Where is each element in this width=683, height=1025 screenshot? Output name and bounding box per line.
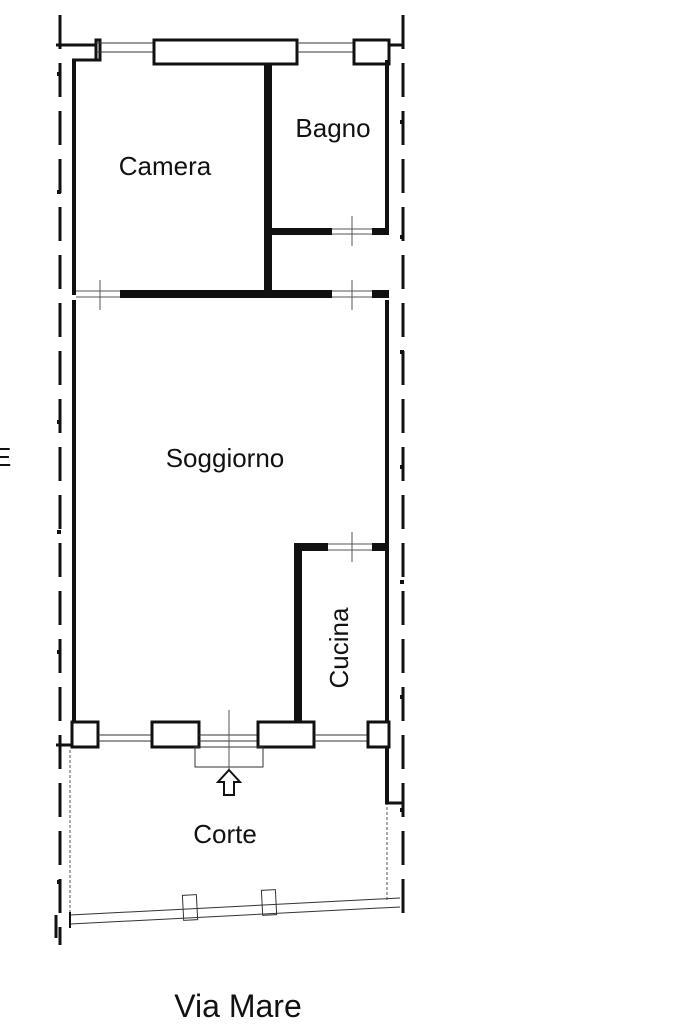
room-label-corte: Corte: [193, 819, 257, 849]
interior-walls: [76, 64, 389, 725]
boundary-dots: [57, 72, 404, 884]
courtyard-outline: [54, 747, 403, 938]
room-label-soggiorno: Soggiorno: [166, 443, 285, 473]
edge-mark: E: [0, 442, 11, 472]
entrance-arrow-icon: [215, 768, 243, 796]
outer-walls: [72, 58, 389, 725]
room-label-cucina: Cucina: [324, 607, 354, 688]
street-label: Via Mare: [174, 988, 301, 1024]
room-label-camera: Camera: [119, 151, 212, 181]
top-wall: [94, 38, 391, 66]
right-boundary: [355, 15, 405, 920]
room-label-bagno: Bagno: [295, 113, 370, 143]
left-boundary: [56, 15, 100, 945]
bottom-wall: [56, 710, 391, 770]
